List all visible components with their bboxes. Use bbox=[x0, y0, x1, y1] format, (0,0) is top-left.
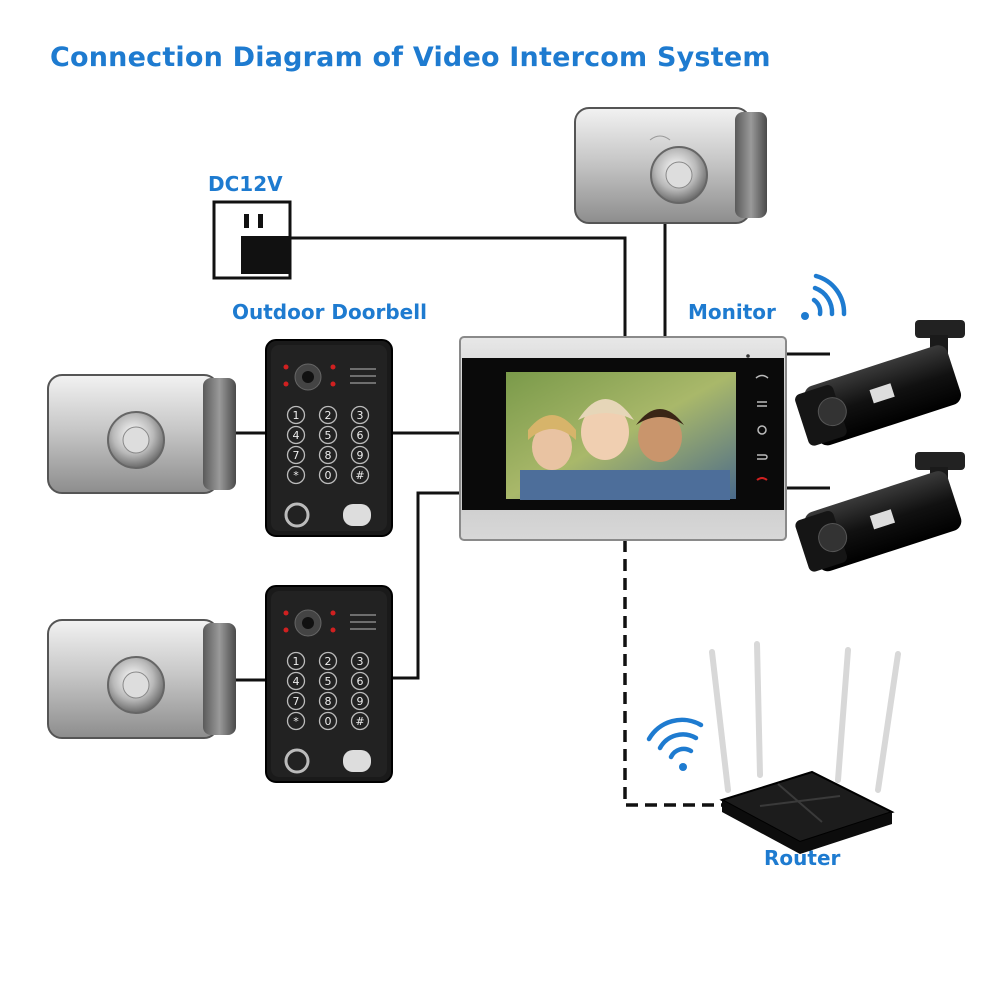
keypad-key-label: 2 bbox=[325, 409, 332, 422]
keypad-key-label: 1 bbox=[293, 409, 300, 422]
electric-lock-top-icon bbox=[575, 108, 767, 223]
keypad-key-label: 3 bbox=[357, 409, 364, 422]
keypad-key-label: 3 bbox=[357, 655, 364, 668]
wifi-icon-monitor bbox=[801, 276, 844, 320]
keypad-key-label: 8 bbox=[325, 695, 332, 708]
electric-lock-1-icon bbox=[48, 375, 236, 493]
keypad-key-label: 4 bbox=[293, 429, 300, 442]
network-cable bbox=[625, 540, 722, 805]
keypad-key-label: # bbox=[355, 469, 364, 482]
keypad-key-label: 5 bbox=[325, 675, 332, 688]
indoor-monitor-icon bbox=[460, 337, 786, 540]
keypad-key-label: 6 bbox=[357, 429, 364, 442]
electric-lock-2-icon bbox=[48, 620, 236, 738]
keypad-key-label: 0 bbox=[325, 715, 332, 728]
outdoor-doorbell-2-icon: 1 2 3 4 5 6 7 8 9 * 0 # bbox=[266, 586, 392, 782]
keypad-key-label: 5 bbox=[325, 429, 332, 442]
doorbell2-wire bbox=[392, 493, 462, 678]
keypad-key-label: * bbox=[293, 715, 299, 728]
keypad-key-label: 1 bbox=[293, 655, 300, 668]
keypad-key-label: 9 bbox=[357, 449, 364, 462]
keypad-key-label: * bbox=[293, 469, 299, 482]
keypad-key-label: # bbox=[355, 715, 364, 728]
keypad-key-label: 6 bbox=[357, 675, 364, 688]
keypad-key-label: 2 bbox=[325, 655, 332, 668]
keypad-key-label: 0 bbox=[325, 469, 332, 482]
wifi-icon-router bbox=[649, 720, 701, 771]
outdoor-doorbell-1-icon: 1 2 3 4 5 6 7 8 9 * 0 # bbox=[266, 340, 392, 536]
bullet-camera-2-icon bbox=[793, 452, 965, 577]
keypad-key-label: 8 bbox=[325, 449, 332, 462]
keypad-key-label: 4 bbox=[293, 675, 300, 688]
keypad-key-label: 7 bbox=[293, 695, 300, 708]
router-icon bbox=[712, 644, 898, 854]
power-socket-icon bbox=[214, 202, 290, 278]
bullet-camera-1-icon bbox=[792, 320, 965, 451]
keypad-key-label: 9 bbox=[357, 695, 364, 708]
dc-power-wire bbox=[290, 238, 625, 338]
keypad-key-label: 7 bbox=[293, 449, 300, 462]
